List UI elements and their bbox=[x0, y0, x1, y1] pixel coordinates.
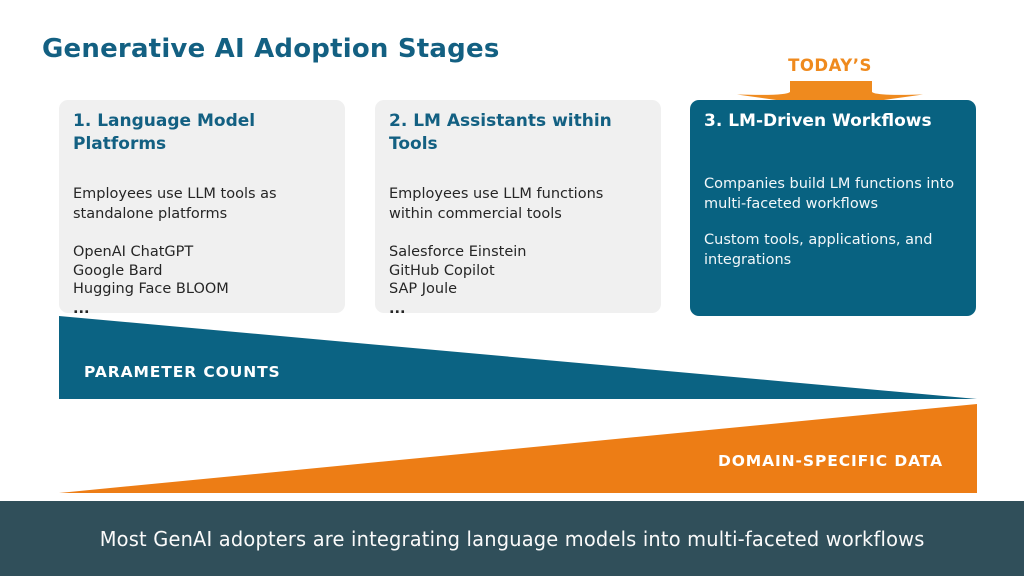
stage-3-description: Companies build LM functions into multi-… bbox=[704, 176, 955, 213]
stage-1-examples: OpenAI ChatGPT Google Bard Hugging Face … bbox=[73, 243, 331, 317]
stage-1-description: Employees use LLM tools as standalone pl… bbox=[73, 185, 277, 222]
example-item: GitHub Copilot bbox=[389, 262, 495, 279]
example-item: OpenAI ChatGPT bbox=[73, 243, 194, 260]
stage-3-heading: 3. LM-Driven Workflows bbox=[704, 111, 932, 131]
domain-specific-data-label: DOMAIN-SPECIFIC DATA bbox=[717, 452, 943, 470]
stage-3-secondary-text: Custom tools, applications, and integrat… bbox=[704, 232, 933, 269]
today-label: TODAY’S bbox=[788, 56, 872, 75]
example-item: Salesforce Einstein bbox=[389, 243, 527, 260]
stage-card-lm-assistants-within-tools: 2. LM Assistants within Tools Employees … bbox=[375, 100, 661, 317]
example-item: Hugging Face BLOOM bbox=[73, 281, 229, 298]
stage-2-heading: 2. LM Assistants within Tools bbox=[389, 111, 612, 155]
footer-banner: Most GenAI adopters are integrating lang… bbox=[0, 501, 1024, 576]
parameter-counts-label: PARAMETER COUNTS bbox=[84, 363, 281, 381]
more-ellipsis: ... bbox=[73, 301, 90, 318]
domain-specific-data-wedge bbox=[59, 404, 977, 493]
stage-2-examples: Salesforce Einstein GitHub Copilot SAP J… bbox=[389, 243, 647, 317]
stage-1-heading: 1. Language Model Platforms bbox=[73, 111, 256, 155]
footer-text: Most GenAI adopters are integrating lang… bbox=[99, 526, 925, 551]
parameter-counts-wedge bbox=[59, 316, 977, 399]
stage-card-lm-driven-workflows: 3. LM-Driven Workflows Companies build L… bbox=[690, 100, 976, 316]
stage-card-language-model-platforms: 1. Language Model Platforms Employees us… bbox=[59, 100, 345, 317]
example-item: SAP Joule bbox=[389, 281, 458, 298]
example-item: Google Bard bbox=[73, 262, 163, 279]
page-title: Generative AI Adoption Stages bbox=[42, 34, 500, 64]
more-ellipsis: ... bbox=[389, 301, 406, 318]
stage-2-description: Employees use LLM functions within comme… bbox=[389, 185, 604, 222]
